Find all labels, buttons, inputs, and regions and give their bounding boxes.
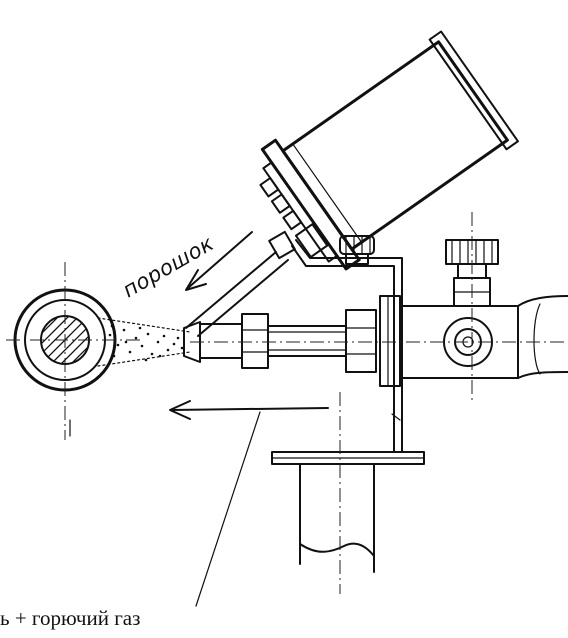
- gas-mixture-caption: ь + горючий газ: [0, 606, 141, 630]
- mark-tick-2: [391, 413, 401, 421]
- mounting-bracket: [271, 239, 425, 465]
- powder-hopper: [259, 30, 519, 271]
- torch-body: [183, 295, 568, 387]
- gas-leader-line: [195, 411, 261, 607]
- powder-label: порошок: [119, 231, 218, 302]
- powder-direction-arrow: [185, 231, 253, 291]
- traverse-direction-arrow: [169, 400, 329, 420]
- support-post: [299, 463, 375, 573]
- spray-jet: [97, 317, 191, 367]
